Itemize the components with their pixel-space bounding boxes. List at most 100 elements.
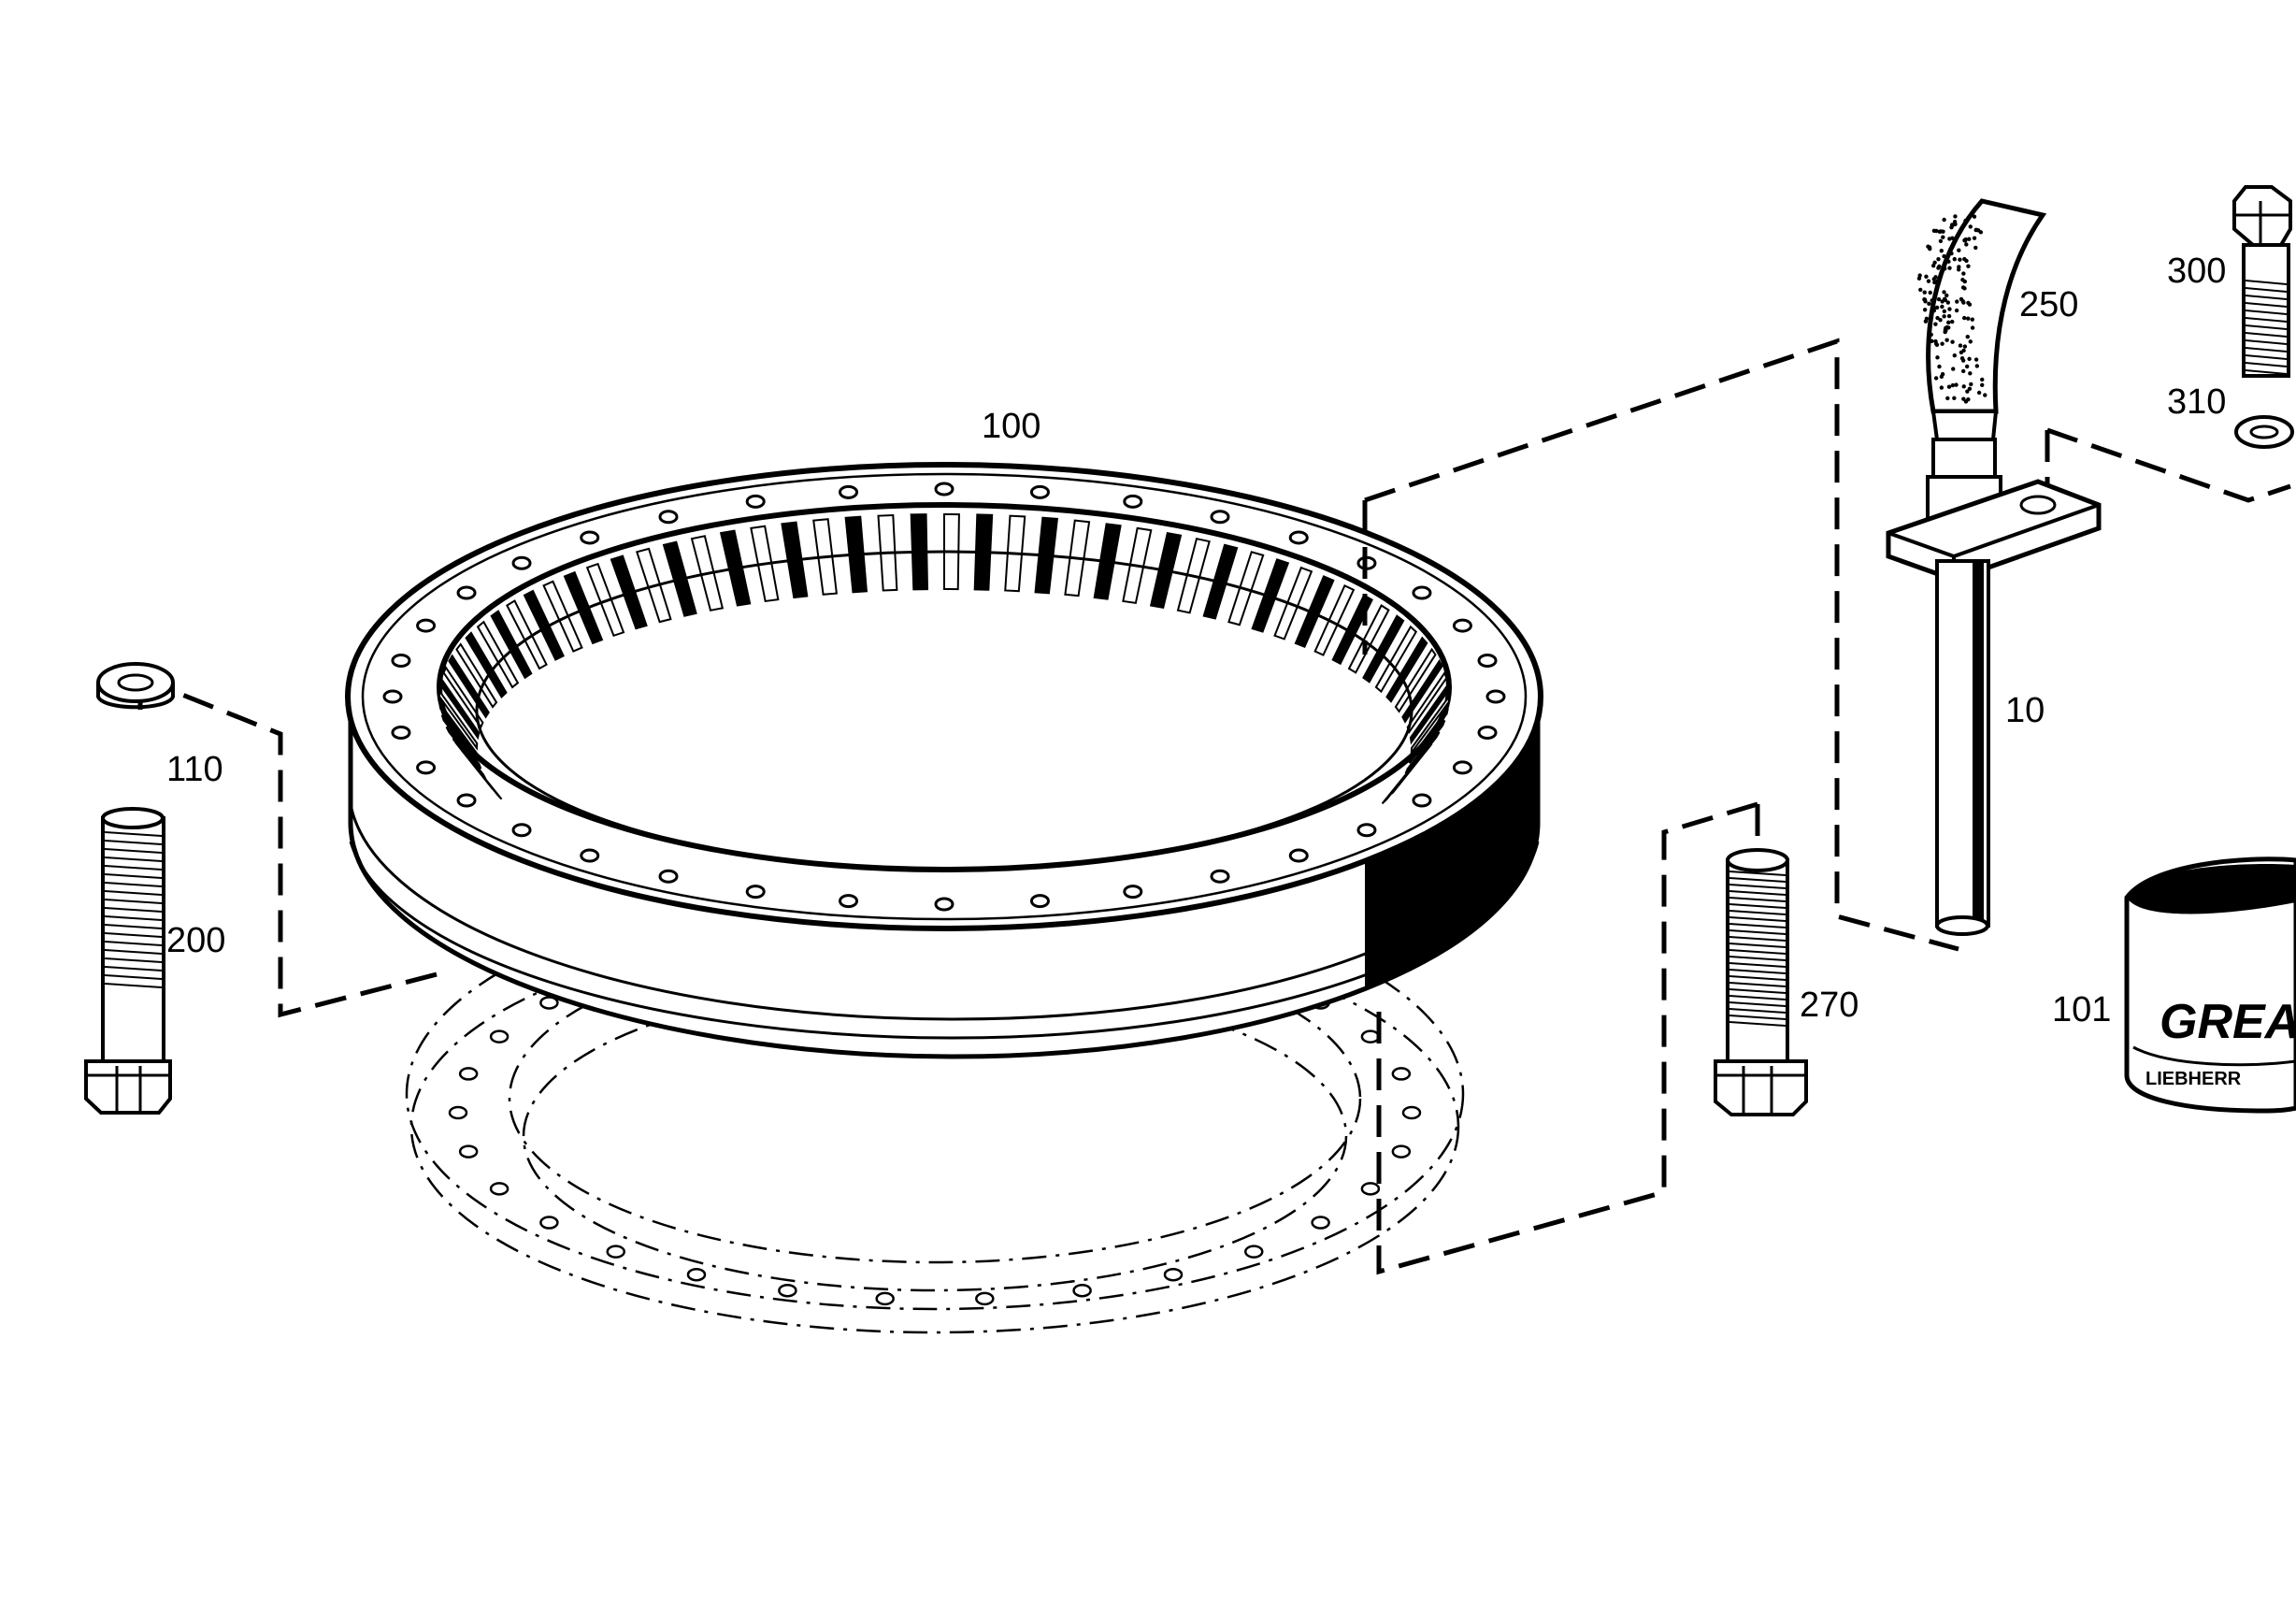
hose-texture-dot — [1928, 290, 1932, 295]
thread-line — [104, 915, 163, 921]
phantom-bolt-hole — [1391, 1144, 1412, 1159]
hose-texture-dot — [1944, 338, 1949, 342]
bolt-hole — [580, 530, 600, 545]
hose-texture-dot — [1952, 220, 1958, 224]
hose-texture-dot — [1950, 382, 1956, 388]
bolt-hole — [416, 618, 437, 633]
phantom-bolt-hole — [1311, 1216, 1330, 1230]
hose-texture-dot — [1937, 229, 1943, 235]
thread-line — [1729, 988, 1787, 994]
thread-line — [104, 924, 163, 929]
thread-line — [1729, 1001, 1787, 1007]
thread-line — [1729, 969, 1787, 974]
hose-texture-dot — [1969, 381, 1973, 387]
hose-texture-dot — [1940, 341, 1944, 346]
bolt-hole — [1123, 885, 1143, 900]
thread-line — [104, 856, 163, 862]
thread-line — [1729, 897, 1787, 902]
hose-texture-dot — [1962, 344, 1968, 349]
hose-texture-dot — [1980, 382, 1985, 388]
hose-texture-dot — [1972, 236, 1977, 240]
callout-300: 300 — [2167, 252, 2226, 291]
gear-tooth — [506, 599, 548, 670]
gear-tooth — [438, 688, 479, 751]
thread-line — [104, 848, 163, 854]
phantom-bolt-hole — [606, 1245, 625, 1259]
hose-texture-dot — [1927, 301, 1931, 307]
hose-texture-dot — [1929, 332, 1933, 338]
thread-line — [1729, 943, 1787, 948]
phantom-bolt-hole — [1360, 1029, 1381, 1043]
thread-line — [104, 865, 163, 871]
bolt-hole — [1452, 760, 1472, 775]
hose-texture-dot — [1934, 228, 1939, 234]
hose-texture-dot — [1961, 396, 1966, 401]
hose-texture-dot — [1968, 371, 1973, 376]
thread-line — [2245, 302, 2288, 308]
thread-line — [1729, 1015, 1787, 1020]
hose-texture-dot — [1947, 266, 1952, 270]
hose-texture-dot — [1952, 353, 1958, 358]
hose-texture-dot — [1962, 237, 1967, 243]
callout-250: 250 — [2019, 285, 2078, 324]
hose-texture-dot — [1954, 308, 1959, 313]
hose-texture-dot — [1926, 279, 1931, 283]
bolt-hole — [456, 793, 477, 808]
bolt-hole — [839, 484, 859, 499]
hose-texture-dot — [1978, 230, 1984, 235]
hose-texture-dot — [1933, 376, 1939, 381]
gear-tooth — [440, 714, 482, 770]
thread-line — [104, 974, 163, 980]
hose-texture-dot — [1937, 364, 1942, 369]
hose-texture-dot — [1958, 257, 1962, 262]
bolt-hole — [1288, 848, 1309, 863]
thread-line — [1729, 1021, 1787, 1027]
bolt-hole — [1210, 869, 1230, 884]
hose-texture-dot — [1973, 227, 1979, 233]
hose-texture-dot — [1972, 214, 1977, 219]
thread-line — [2245, 309, 2288, 315]
thread-line — [104, 932, 163, 938]
hose-texture-dot — [1950, 339, 1955, 344]
gear-teeth — [438, 512, 1451, 805]
hose-texture-dot — [1967, 302, 1973, 307]
washer-110 — [96, 662, 175, 710]
phantom-bolt-hole — [458, 1067, 479, 1081]
hose-texture-dot — [1962, 256, 1967, 262]
thread-line — [1729, 910, 1787, 915]
thread-line — [2245, 287, 2288, 293]
bolt-hole — [658, 869, 679, 884]
bolt-hole — [391, 726, 411, 741]
bolt-hole — [1123, 494, 1143, 509]
bolt-hole — [391, 653, 411, 668]
hose-texture-dot — [1950, 319, 1955, 324]
hose-texture-dot — [1983, 393, 1987, 397]
thread-line — [2245, 339, 2288, 345]
thread-line — [104, 831, 163, 837]
callout-10: 10 — [2005, 691, 2045, 730]
washer-310 — [2234, 415, 2294, 449]
hose-texture-dot — [1962, 315, 1967, 321]
hose-texture-dot — [1922, 297, 1928, 302]
hose-texture-dot — [1967, 237, 1972, 241]
gear-tooth — [439, 677, 481, 741]
gear-tooth — [1294, 575, 1335, 649]
thread-line — [1729, 877, 1787, 883]
gear-tooth — [445, 726, 487, 780]
phantom-bolt-hole — [489, 1029, 509, 1043]
callout-200: 200 — [166, 921, 225, 960]
hose-texture-dot — [1943, 266, 1947, 271]
thread-line — [1729, 962, 1787, 968]
hose-texture-dot — [1939, 248, 1944, 253]
gear-tooth — [442, 665, 484, 729]
hose-texture-dot — [1946, 384, 1952, 389]
bolt-hole — [456, 585, 477, 600]
hose-texture-dot — [1939, 385, 1944, 390]
thread-line — [104, 907, 163, 913]
bolt-hole — [580, 848, 600, 863]
thread-line — [1729, 956, 1787, 961]
thread-line — [104, 957, 163, 963]
hose-texture-dot — [1960, 368, 1966, 374]
hose-texture-dot — [1949, 223, 1955, 227]
bolt-300 — [2232, 185, 2292, 378]
